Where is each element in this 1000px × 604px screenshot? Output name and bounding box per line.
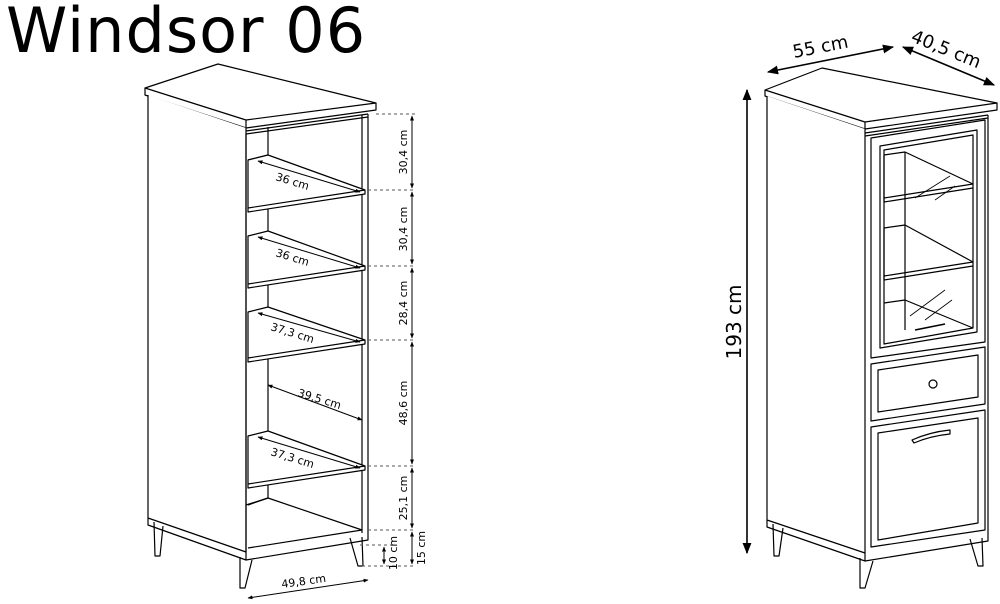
outer-dimensions [742, 44, 996, 555]
height-dimensions [360, 113, 415, 567]
page-title: Windsor 06 [6, 0, 367, 67]
closed-cabinet-drawing [764, 67, 998, 589]
shelf-bottom [247, 497, 363, 549]
outer-width-label: 55 cm [791, 32, 850, 63]
height-labels: 30,4 cm 30,4 cm 28,4 cm 48,6 cm 25,1 cm … [387, 130, 428, 571]
inner-width-label: 49,8 cm [281, 572, 327, 591]
height-label-6: 10 cm [387, 536, 400, 570]
outer-depth-label: 40,5 cm [908, 26, 984, 73]
outer-height-label: 193 cm [722, 284, 746, 359]
height-label-3: 28,4 cm [397, 281, 410, 326]
lower-door [870, 409, 986, 548]
drawer-knob [928, 379, 938, 389]
shelf-depth-dimensions [257, 160, 363, 469]
legs [153, 521, 364, 589]
height-label-4: 48,6 cm [397, 381, 410, 426]
height-label-1: 30,4 cm [397, 130, 410, 175]
shelves [247, 154, 366, 549]
door-handle [911, 429, 951, 444]
shelf-depth-4: 39,5 cm [296, 386, 343, 412]
height-label-2: 30,4 cm [397, 207, 410, 252]
inner-width-dimension: 49,8 cm [247, 572, 369, 600]
open-cabinet-drawing [144, 63, 377, 589]
height-label-7: 15 cm [415, 531, 428, 565]
glass-door [870, 119, 986, 359]
drawer [870, 346, 986, 422]
height-label-5: 25,1 cm [397, 476, 410, 521]
cabinet-left-side [147, 95, 247, 553]
